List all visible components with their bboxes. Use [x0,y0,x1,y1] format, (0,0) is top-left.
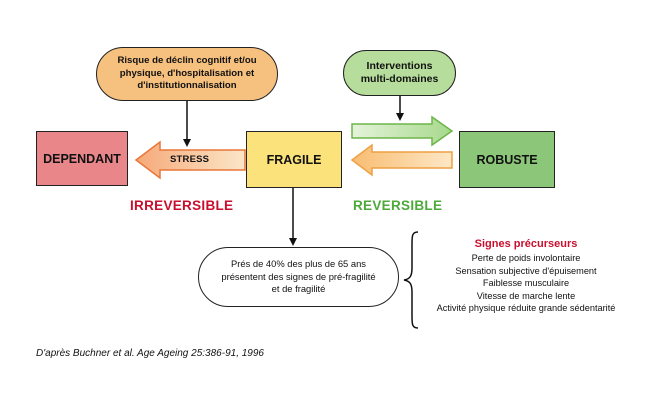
robuste-box: ROBUSTE [459,131,555,188]
early-sign-item: Perte de poids involontaire [471,253,581,263]
signs-brace [403,231,419,329]
early-signs-list: Signes précurseurs Perte de poids involo… [422,238,630,315]
reversible-arrow-left [350,143,453,177]
early-sign-item: Vitesse de marche lente [476,290,576,301]
stress-arrow [134,140,246,180]
early-sign-item: Sensation subjective d'épuisement [455,265,597,276]
fragile-box: FRAGILE [246,131,342,188]
reversible-label: REVERSIBLE [353,198,443,213]
reversible-arrow-right [351,115,454,147]
risk-bubble: Risque de déclin cognitif et/ou physique… [96,47,278,101]
dependant-box: DEPENDANT [36,131,128,186]
early-signs-title: Signes précurseurs [474,238,578,250]
prevalence-bubble: Prés de 40% des plus de 65 ans présenten… [198,247,399,307]
reference-citation: D'après Buchner et al. Age Ageing 25:386… [36,348,264,359]
early-sign-item: Faiblesse musculaire [482,278,570,289]
interventions-bubble: Interventions multi-domaines [343,50,456,96]
early-sign-item: Activité physique réduite grande sédenta… [436,303,616,314]
irreversible-label: IRREVERSIBLE [130,198,234,213]
stress-label: STRESS [170,154,210,165]
